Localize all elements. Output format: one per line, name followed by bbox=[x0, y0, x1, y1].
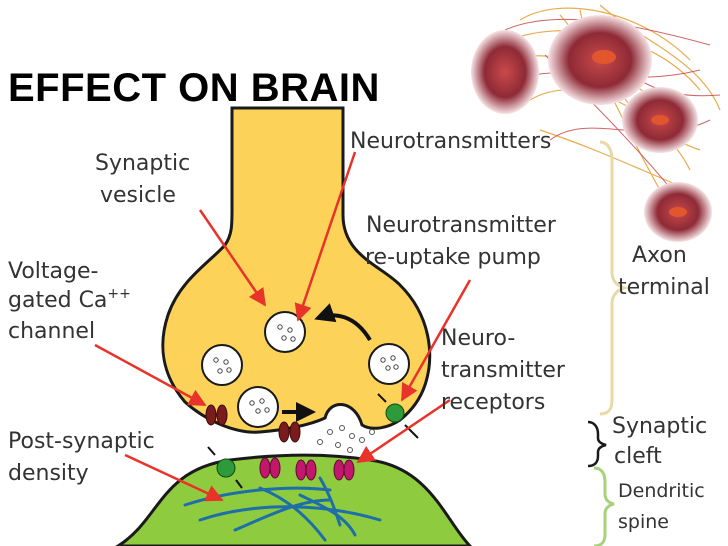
reuptake-pump bbox=[377, 393, 419, 439]
label-post-synaptic-density: Post-synaptic density bbox=[8, 429, 155, 486]
label-dendritic-spine: Dendritic spine bbox=[618, 480, 705, 533]
svg-text:Neurotransmitter: Neurotransmitter bbox=[366, 213, 557, 238]
decorative-cells-illustration bbox=[471, 4, 721, 242]
svg-text:transmitter: transmitter bbox=[441, 358, 566, 383]
svg-text:Synaptic: Synaptic bbox=[612, 414, 707, 439]
label-axon-terminal: Axon terminal bbox=[618, 243, 710, 300]
label-voltage-gated-channel: Voltage- gated Ca++ channel bbox=[8, 259, 131, 344]
dendritic-spine-brace bbox=[593, 466, 615, 546]
label-nt-receptors: Neuro- transmitter receptors bbox=[441, 326, 566, 415]
svg-text:spine: spine bbox=[618, 511, 669, 533]
svg-text:Post-synaptic: Post-synaptic bbox=[8, 429, 155, 454]
label-synaptic-vesicle: Synaptic vesicle bbox=[95, 151, 190, 208]
svg-text:Axon: Axon bbox=[632, 243, 687, 268]
page-title: EFFECT ON BRAIN bbox=[8, 66, 380, 110]
svg-text:terminal: terminal bbox=[618, 275, 710, 300]
synaptic-vesicles bbox=[201, 311, 410, 428]
svg-text:density: density bbox=[8, 461, 89, 486]
svg-text:receptors: receptors bbox=[441, 390, 545, 415]
svg-text:cleft: cleft bbox=[614, 444, 662, 469]
svg-text:Voltage-: Voltage- bbox=[8, 259, 98, 284]
svg-text:gated Ca++: gated Ca++ bbox=[8, 286, 131, 313]
axon-terminal-brace bbox=[599, 140, 629, 416]
neurotransmitter-receptors bbox=[259, 457, 355, 481]
svg-text:Dendritic: Dendritic bbox=[618, 480, 705, 502]
synaptic-cleft-brace bbox=[587, 420, 607, 468]
released-neurotransmitters bbox=[317, 425, 375, 453]
recycle-arrow bbox=[314, 303, 372, 342]
label-reuptake-pump: Neurotransmitter re-uptake pump bbox=[365, 213, 557, 270]
svg-text:re-uptake pump: re-uptake pump bbox=[365, 245, 541, 270]
svg-text:Neuro-: Neuro- bbox=[441, 326, 515, 351]
dendritic-spine-shape bbox=[115, 453, 473, 546]
svg-text:channel: channel bbox=[8, 319, 95, 344]
label-synaptic-cleft: Synaptic cleft bbox=[612, 414, 707, 469]
label-neurotransmitters: Neurotransmitters bbox=[350, 129, 551, 154]
label-arrows bbox=[94, 151, 472, 502]
cytoskeleton-fibers bbox=[183, 476, 382, 542]
svg-text:Synaptic: Synaptic bbox=[95, 151, 190, 176]
svg-text:vesicle: vesicle bbox=[100, 183, 176, 208]
post-synaptic-receptor bbox=[207, 446, 243, 489]
calcium-channels bbox=[205, 404, 301, 443]
